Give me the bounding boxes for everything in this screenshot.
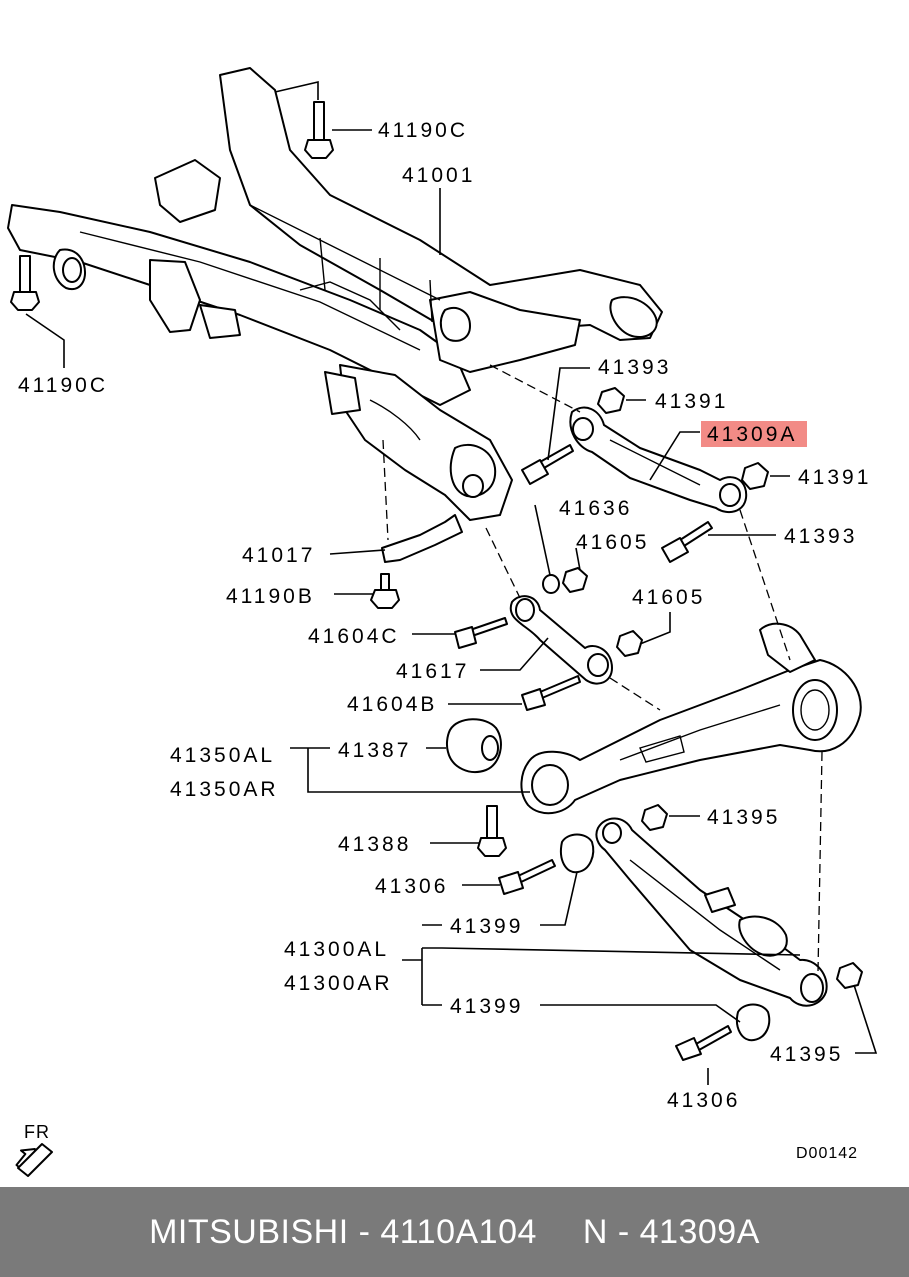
label-41604b: 41604B: [347, 693, 437, 716]
label-41350ar: 41350AR: [170, 778, 279, 801]
bolt-41388: [477, 805, 507, 857]
label-41393-right: 41393: [784, 525, 857, 548]
label-41306-a: 41306: [375, 875, 448, 898]
label-41391-top: 41391: [655, 390, 728, 413]
label-41605-b: 41605: [632, 586, 705, 609]
label-41617: 41617: [396, 660, 469, 683]
label-41387: 41387: [338, 739, 411, 762]
nut-41605-b: [616, 630, 643, 657]
bushing-41399-lower: [736, 1003, 771, 1042]
upper-arm-41309a: [569, 406, 748, 514]
label-41399-a: 41399: [450, 915, 523, 938]
label-41636: 41636: [559, 497, 632, 520]
bushing-41387: [445, 718, 502, 773]
bolt-41306-upper: [498, 859, 556, 895]
label-41399-b: 41399: [450, 995, 523, 1018]
label-41605-a: 41605: [576, 531, 649, 554]
toe-arm-41617: [509, 595, 613, 685]
label-41604c: 41604C: [308, 625, 400, 648]
nut-41391-top: [597, 387, 625, 414]
trailing-arm-41350: [520, 622, 862, 815]
label-41393-top: 41393: [598, 356, 671, 379]
assembly-lines: [382, 364, 823, 973]
diagram-code: D00142: [796, 1145, 858, 1162]
label-41017: 41017: [242, 544, 315, 567]
label-41395-top: 41395: [707, 806, 780, 829]
bolt-41393-right: [661, 521, 713, 563]
footer-bar: MITSUBISHI - 4110A104 N - 41309A: [0, 1187, 909, 1277]
bolt-41190c-top: [304, 101, 334, 159]
label-41300ar: 41300AR: [284, 972, 393, 995]
bolt-41306-lower: [675, 1025, 732, 1061]
bolt-41604c: [454, 617, 508, 649]
label-41309a: 41309A: [707, 423, 797, 446]
label-41001: 41001: [402, 164, 475, 187]
bolt-41604b: [521, 675, 581, 711]
parts-diagram: 41190C 41001 41190C 41393 41391 41309A 4…: [7, 67, 878, 1177]
highlight-41309a: [701, 421, 807, 447]
footer-brand-part: MITSUBISHI - 4110A104: [149, 1212, 537, 1251]
exploded-view-drawing: 41190C 41001 41190C 41393 41391 41309A 4…: [7, 67, 878, 1177]
nut-41395-bottom: [836, 962, 863, 989]
bracket-41017: [381, 514, 463, 563]
leader-lines: [25, 80, 878, 1085]
label-41190b: 41190B: [226, 585, 315, 608]
label-41395-bottom: 41395: [770, 1043, 843, 1066]
label-41388: 41388: [338, 833, 411, 856]
bolt-41190b: [370, 573, 400, 609]
label-41190c-left: 41190C: [18, 374, 108, 397]
label-41190c-top: 41190C: [378, 119, 468, 142]
label-41300al: 41300AL: [284, 938, 389, 961]
bolt-41393-top: [521, 444, 574, 485]
nut-41391-right: [741, 462, 769, 490]
label-41350al: 41350AL: [170, 744, 275, 767]
nut-41395-top: [641, 804, 668, 831]
washer-41636: [542, 574, 560, 594]
label-fr: FR: [24, 1122, 50, 1142]
front-direction-arrow: [15, 1143, 53, 1177]
footer-ref: N - 41309A: [582, 1212, 760, 1251]
bushing-41399-upper: [560, 833, 595, 874]
part-labels: 41190C 41001 41190C 41393 41391 41309A 4…: [18, 119, 871, 1162]
label-41391-right: 41391: [798, 466, 871, 489]
label-41306-b: 41306: [667, 1089, 740, 1112]
crossmember-subframe: [7, 67, 663, 521]
bolt-41190c-left: [10, 255, 40, 311]
lower-arm-41300: [595, 817, 828, 1007]
nut-41605-a: [562, 567, 588, 593]
